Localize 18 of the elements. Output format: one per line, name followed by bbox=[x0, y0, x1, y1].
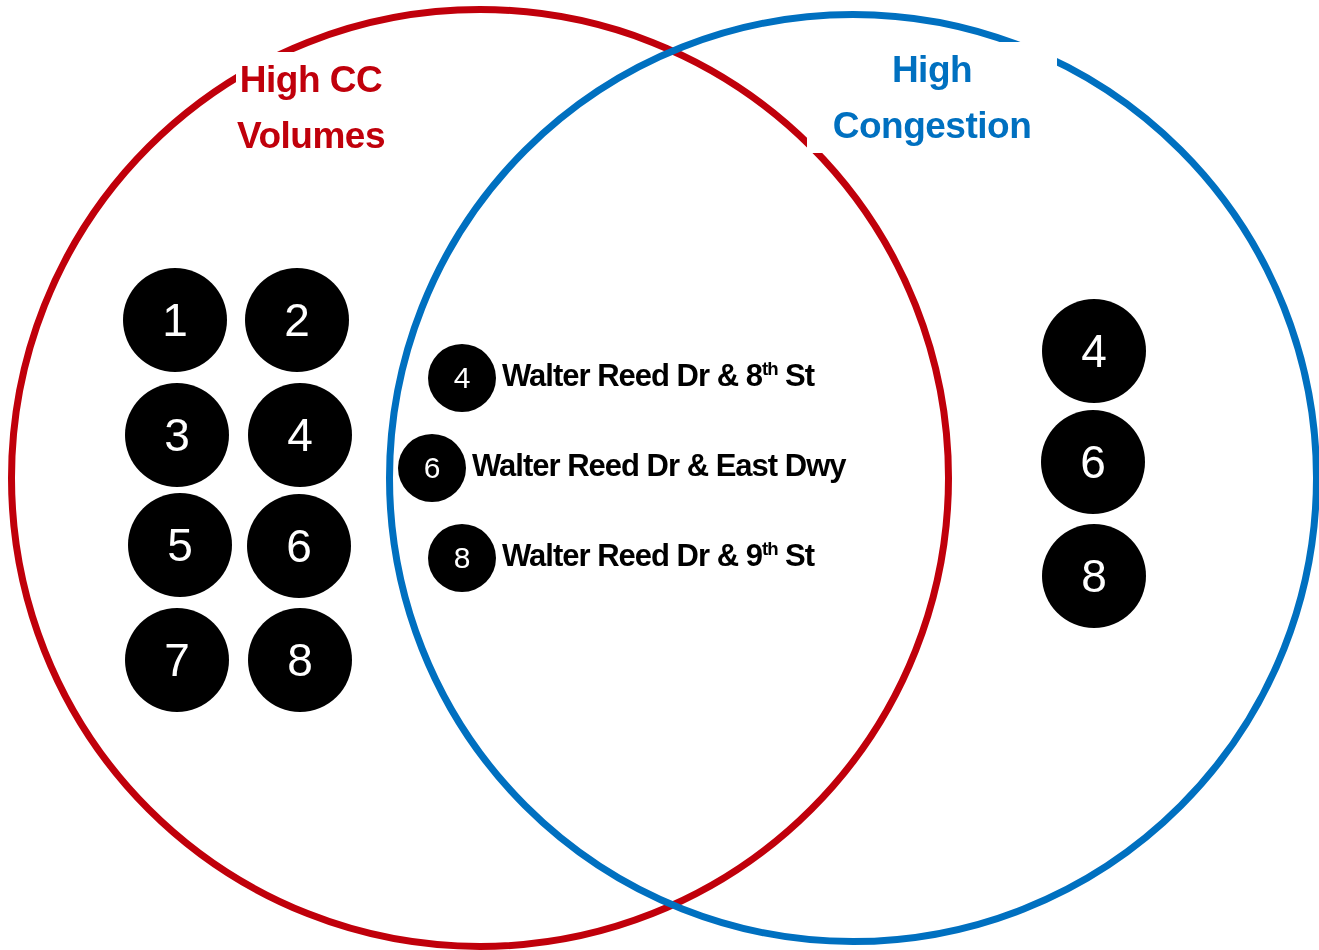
intersection-label: Walter Reed Dr & East Dwy bbox=[472, 448, 846, 484]
number-badge: 6 bbox=[1041, 410, 1145, 514]
number-badge: 8 bbox=[1042, 524, 1146, 628]
intersection-label: Walter Reed Dr & 9$^{th}$ St bbox=[502, 538, 815, 575]
number-badge: 4 bbox=[1042, 299, 1146, 403]
number-badge: 5 bbox=[128, 493, 232, 597]
number-badge: 8 bbox=[428, 524, 496, 592]
intersection-label: Walter Reed Dr & 8$^{th}$ St bbox=[502, 358, 815, 395]
number-badge: 7 bbox=[125, 608, 229, 712]
number-badge: 6 bbox=[398, 434, 466, 502]
set-heading: High Congestion bbox=[807, 42, 1057, 153]
number-badge: 1 bbox=[123, 268, 227, 372]
number-badge: 4 bbox=[428, 344, 496, 412]
number-badge: 8 bbox=[248, 608, 352, 712]
number-badge: 6 bbox=[247, 494, 351, 598]
number-badge: 3 bbox=[125, 383, 229, 487]
number-badge: 2 bbox=[245, 268, 349, 372]
number-badge: 4 bbox=[248, 383, 352, 487]
